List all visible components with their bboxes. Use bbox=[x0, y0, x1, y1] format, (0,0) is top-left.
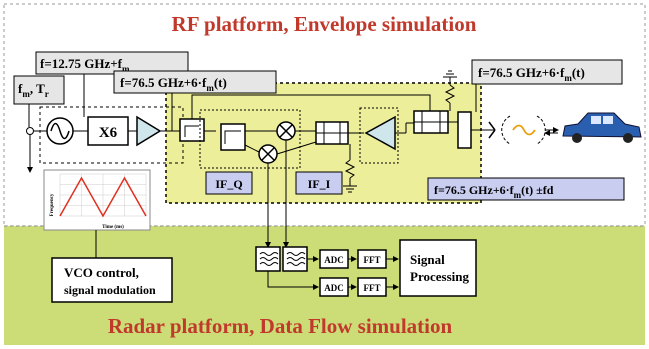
radar-platform-title: Radar platform, Data Flow simulation bbox=[108, 314, 453, 338]
mixer-icon bbox=[276, 121, 296, 141]
out-frequency-box bbox=[471, 59, 623, 85]
splitter-icon bbox=[220, 123, 246, 151]
coupler-icon bbox=[413, 110, 449, 134]
adc-label-1: ADC bbox=[324, 255, 344, 265]
circulator-block bbox=[457, 111, 472, 149]
if-q-label: IF_Q bbox=[215, 177, 242, 191]
car-icon bbox=[562, 112, 642, 143]
resistor-icon bbox=[444, 77, 456, 111]
lo-frequency-box bbox=[35, 51, 189, 75]
rf-platform-title: RF platform, Envelope simulation bbox=[172, 12, 477, 36]
vco-control-box bbox=[51, 257, 173, 303]
ground-icon bbox=[443, 70, 457, 78]
amplifier-icon bbox=[136, 115, 162, 147]
vco-control-line2: signal modulation bbox=[64, 283, 156, 297]
multiplier-block bbox=[87, 116, 129, 146]
ground-icon bbox=[343, 185, 357, 193]
fm-tr-label: fm, Tr bbox=[18, 81, 49, 99]
signal-processing-block bbox=[399, 239, 477, 297]
if-i-label: IF_I bbox=[308, 177, 331, 191]
chart-series-line bbox=[59, 176, 147, 218]
adc-label-2: ADC bbox=[324, 283, 344, 293]
input-port-icon bbox=[26, 127, 34, 135]
if-q-label-box bbox=[205, 171, 253, 195]
chart-ylabel: Frequency bbox=[50, 193, 55, 216]
filter-icon bbox=[255, 246, 281, 272]
rx-frequency-label: f=76.5 GHz+6·fm(t) ±fd bbox=[434, 183, 554, 200]
multiplier-label: X6 bbox=[99, 125, 118, 141]
out-frequency-label: f=76.5 GHz+6·fm(t) bbox=[478, 65, 585, 83]
fft-label-1: FFT bbox=[364, 255, 381, 265]
wire bbox=[276, 141, 317, 155]
rx-frequency-box bbox=[427, 177, 625, 201]
lna-group-box bbox=[359, 107, 399, 164]
chart-frame bbox=[43, 169, 151, 231]
wire bbox=[244, 144, 260, 153]
vco-control-line1: VCO control, bbox=[64, 265, 139, 280]
antenna-icon bbox=[484, 121, 496, 139]
resistor-icon bbox=[344, 144, 356, 186]
chart-xlabel: Time (ms) bbox=[102, 225, 124, 230]
coupler-icon bbox=[315, 121, 349, 145]
tx-frequency-label: f=76.5 GHz+6·fm(t) bbox=[120, 75, 227, 93]
fm-tr-box bbox=[13, 75, 65, 105]
tx-path-line bbox=[191, 94, 431, 119]
signal-processing-line1: Signal bbox=[410, 252, 445, 267]
modulation-chart: Time (ms) Frequency bbox=[43, 169, 151, 231]
signal-source-icon bbox=[46, 117, 74, 145]
fft-label-2: FFT bbox=[364, 283, 381, 293]
filter-icon bbox=[282, 246, 308, 272]
if-i-label-box bbox=[295, 171, 343, 195]
mixer-icon bbox=[258, 144, 278, 164]
tx-frequency-box bbox=[113, 70, 277, 94]
mixer-group-box bbox=[199, 109, 301, 169]
signal-processing-line2: Processing bbox=[410, 269, 469, 284]
lo-frequency-label: f=12.75 GHz+fm bbox=[40, 56, 130, 74]
wire bbox=[267, 271, 319, 290]
